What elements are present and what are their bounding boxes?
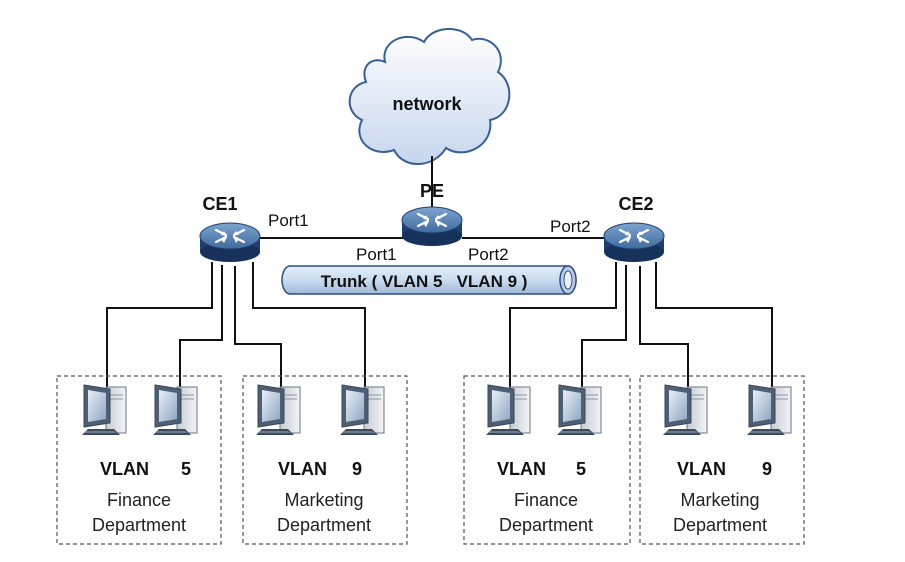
ce2-link-pc1 <box>509 262 617 390</box>
dept-name-line2: Department <box>673 515 767 535</box>
ce2-link-pc3 <box>639 266 689 390</box>
core-links <box>258 156 606 239</box>
pc-icon <box>662 384 708 436</box>
ce2-link-pc2 <box>581 265 627 390</box>
pe-port2-label: Port2 <box>468 245 509 264</box>
ce1-link-pc3 <box>234 266 282 390</box>
group-marketing-left: VLAN 9 Marketing Department <box>242 375 408 545</box>
pe-label: PE <box>420 181 444 201</box>
group-marketing-right: VLAN 9 Marketing Department <box>639 375 805 545</box>
ce2-link-pc4 <box>655 262 773 390</box>
ce2-router <box>602 221 666 264</box>
network-cloud: network <box>348 27 511 165</box>
trunk-label: Trunk ( VLAN 5 VLAN 9 ) <box>321 272 528 291</box>
dept-name-line1: Marketing <box>284 490 363 510</box>
pe-port1-label: Port1 <box>356 245 397 264</box>
dept-name-line1: Finance <box>514 490 578 510</box>
ce1-router <box>198 221 262 264</box>
pc-icon <box>255 384 301 436</box>
dept-name-line2: Department <box>92 515 186 535</box>
vlan-word: VLAN <box>677 459 726 479</box>
pc-icon <box>152 384 198 436</box>
ce2-port-label: Port2 <box>550 217 591 236</box>
vlan-word: VLAN <box>497 459 546 479</box>
ce1-access-links <box>106 262 366 390</box>
pc-icon <box>339 384 385 436</box>
pc-icon <box>81 384 127 436</box>
dept-name-line2: Department <box>499 515 593 535</box>
vlan-word: VLAN <box>100 459 149 479</box>
ce1-link-pc1 <box>106 262 213 390</box>
vlan-word: VLAN <box>278 459 327 479</box>
trunk-pipe: Trunk ( VLAN 5 VLAN 9 ) <box>281 265 577 295</box>
vlan-id: 9 <box>762 459 772 479</box>
network-label: network <box>392 94 462 114</box>
group-finance-left: VLAN 5 Finance Department <box>56 375 222 545</box>
ce1-port-label: Port1 <box>268 211 309 230</box>
vlan-id: 5 <box>576 459 586 479</box>
vlan-id: 9 <box>352 459 362 479</box>
ce1-link-pc2 <box>179 265 223 390</box>
group-finance-right: VLAN 5 Finance Department <box>463 375 631 545</box>
ce2-label: CE2 <box>618 194 653 214</box>
pc-icon <box>746 384 792 436</box>
pc-icon <box>556 384 602 436</box>
pc-icon <box>485 384 531 436</box>
dept-name-line2: Department <box>277 515 371 535</box>
ce1-link-pc4 <box>252 262 366 390</box>
pe-router <box>400 205 464 248</box>
vlan-id: 5 <box>181 459 191 479</box>
dept-name-line1: Marketing <box>680 490 759 510</box>
ce1-label: CE1 <box>202 194 237 214</box>
dept-name-line1: Finance <box>107 490 171 510</box>
ce2-access-links <box>509 262 773 390</box>
